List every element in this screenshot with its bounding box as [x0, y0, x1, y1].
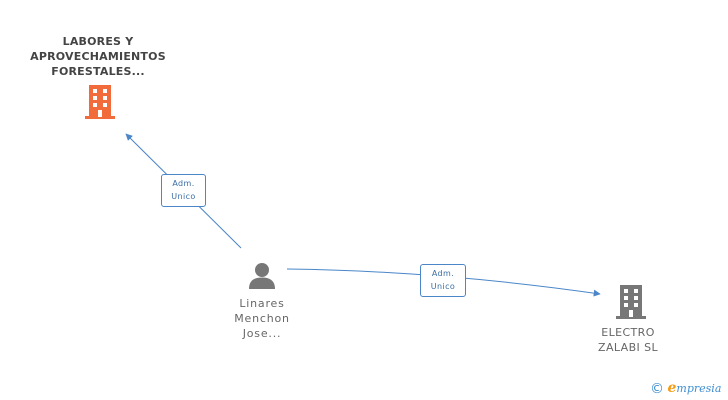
company-main-name-line-2: APROVECHAMIENTOS — [30, 50, 166, 63]
empresia-logo: © empresia — [650, 380, 721, 397]
brand-name: mpresia — [676, 382, 722, 395]
copyright-icon: © — [650, 381, 664, 397]
person-label[interactable]: Linares Menchon Jose... — [216, 296, 308, 341]
building-icon[interactable] — [84, 85, 116, 119]
company-2-name-line-2: ZALABI SL — [598, 341, 658, 354]
company-main-name-line-3: FORESTALES... — [51, 65, 145, 78]
person-name-line-2: Menchon — [234, 312, 290, 325]
edge-label-line-1: Adm. — [172, 179, 195, 188]
edge-label-adm-unico-2[interactable]: Adm. Unico — [420, 264, 466, 297]
edge-label-line-1: Adm. — [431, 269, 455, 278]
company-main-name-line-1: LABORES Y — [62, 35, 134, 48]
edge-label-line-2: Unico — [430, 282, 456, 291]
company-2-name-line-1: ELECTRO — [601, 326, 655, 339]
brand-initial: e — [667, 380, 677, 396]
person-icon[interactable] — [248, 261, 276, 289]
person-name-line-1: Linares — [239, 297, 285, 310]
company-2-label[interactable]: ELECTRO ZALABI SL — [580, 325, 676, 355]
edge-label-adm-unico-1[interactable]: Adm. Unico — [161, 174, 206, 207]
person-name-line-3: Jose... — [242, 327, 282, 340]
company-main-label[interactable]: LABORES Y APROVECHAMIENTOS FORESTALES... — [22, 34, 174, 79]
building-icon[interactable] — [616, 285, 646, 319]
edge-label-line-2: Unico — [171, 192, 196, 201]
